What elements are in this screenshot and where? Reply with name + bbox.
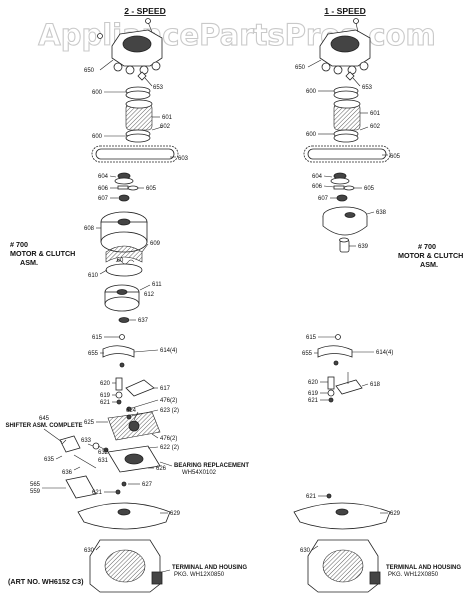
callout-633-left: 633 [81,438,92,444]
callout-601-right: 601 [370,111,381,117]
header-two-speed: 2 - SPEED [124,6,166,16]
callout-621b-left: 621 [92,490,103,496]
callout-629-left: 629 [170,511,181,517]
callout-615-left: 615 [92,335,103,341]
callout-606-right: 606 [312,184,323,190]
header-one-speed: 1 - SPEED [324,6,366,16]
callout-626-left: 626 [156,466,167,472]
callout-631-left: 631 [98,458,109,464]
right-callout-labels: 650 653 600 601 602 600 605 604 606 605 … [295,65,401,554]
assembly-right-line2: MOTOR & CLUTCH [398,251,463,260]
callout-611-left: 611 [152,282,162,288]
callout-606-left: 606 [98,186,109,192]
left-leader-lines [42,59,176,573]
callout-604-left: 604 [98,174,109,180]
pump-part-left [97,18,163,75]
right-leader-lines [307,59,388,551]
callout-607-left: 607 [98,196,109,202]
assembly-left-line1: # 700 [10,240,28,249]
callout-653-right: 653 [362,85,373,91]
terminal-left-label: TERMINAL AND HOUSING [172,565,247,571]
bearing-label: BEARING REPLACEMENT [174,463,249,469]
callout-655-left: 655 [88,351,99,357]
callout-638-right: 638 [376,210,387,216]
callout-632-left: 632 [98,450,109,456]
callout-602-right: 602 [370,124,381,130]
callout-60-left: 60 [117,258,124,264]
shifter-label: SHIFTER ASM. COMPLETE [5,423,82,429]
left-callout-labels: 650 653 600 601 602 600 603 604 606 605 … [30,68,189,554]
callout-476b-left: 476(2) [160,436,177,442]
callout-605b-right: 605 [364,186,375,192]
callout-624-left: 624 [126,408,137,414]
callout-614-left: 614(4) [160,348,177,354]
callout-605-right: 605 [390,154,401,160]
callout-621-right: 621 [308,398,319,404]
terminal-left-part-number: PKG. WH12X0850 [174,572,225,578]
callout-600b-left: 600 [92,134,103,140]
callout-600a-right: 600 [306,89,317,95]
callout-565-left: 565 [30,482,41,488]
callout-650-right: 650 [295,65,306,71]
callout-653-left: 653 [153,85,164,91]
callout-559-left: 559 [30,489,41,495]
watermark-text: AppliancePartsPros.com [38,18,435,52]
callout-622-left: 622 (2) [160,445,179,451]
callout-610-left: 610 [88,273,99,279]
callout-620-left: 620 [100,381,111,387]
right-column-parts [293,18,391,593]
callout-636-left: 636 [62,470,73,476]
callout-625-left: 625 [84,420,95,426]
bearing-part-number: WH54X0102 [182,470,217,476]
shifter-number: 645 [39,416,50,422]
assembly-left-line3: ASM. [20,258,38,267]
callout-630-left: 630 [84,548,95,554]
callout-603-left: 603 [178,156,189,162]
callout-639-right: 639 [358,244,369,250]
callout-623-left: 623 (2) [160,408,179,414]
callout-600a-left: 600 [92,90,103,96]
callout-604-right: 604 [312,174,323,180]
callout-621-left: 621 [100,400,111,406]
callout-627-left: 627 [142,482,153,488]
callout-605-left: 605 [146,186,157,192]
callout-619-left: 619 [100,393,111,399]
terminal-right-part-number: PKG. WH12X0850 [388,572,439,578]
callout-609-left: 609 [150,241,161,247]
callout-618-right: 618 [370,382,381,388]
callout-476a-left: 476(2) [160,398,177,404]
assembly-right-line3: ASM. [420,260,438,269]
callout-612-left: 612 [144,292,155,298]
callout-637-left: 637 [138,318,149,324]
callout-602-left: 602 [160,124,171,130]
callout-655-right: 655 [302,351,313,357]
assembly-left-line2: MOTOR & CLUTCH [10,249,75,258]
left-notes: # 700 MOTOR & CLUTCH ASM. 645 SHIFTER AS… [5,240,249,586]
callout-601-left: 601 [162,115,173,121]
callout-608-left: 608 [84,226,95,232]
left-column-parts [59,18,179,593]
callout-620-right: 620 [308,380,319,386]
callout-617-left: 617 [160,386,171,392]
callout-615-right: 615 [306,335,317,341]
callout-614-right: 614(4) [376,350,393,356]
callout-619-right: 619 [308,391,319,397]
callout-629-right: 629 [390,511,401,517]
art-number: (ART NO. WH6152 C3) [8,577,84,586]
callout-630-right: 630 [300,548,311,554]
callout-607-right: 607 [318,196,329,202]
terminal-right-label: TERMINAL AND HOUSING [386,565,461,571]
assembly-right-line1: # 700 [418,242,436,251]
callout-650-left: 650 [84,68,95,74]
right-notes: # 700 MOTOR & CLUTCH ASM. TERMINAL AND H… [386,242,463,578]
callout-635-left: 635 [44,457,55,463]
callout-600b-right: 600 [306,132,317,138]
callout-621b-right: 621 [306,494,317,500]
